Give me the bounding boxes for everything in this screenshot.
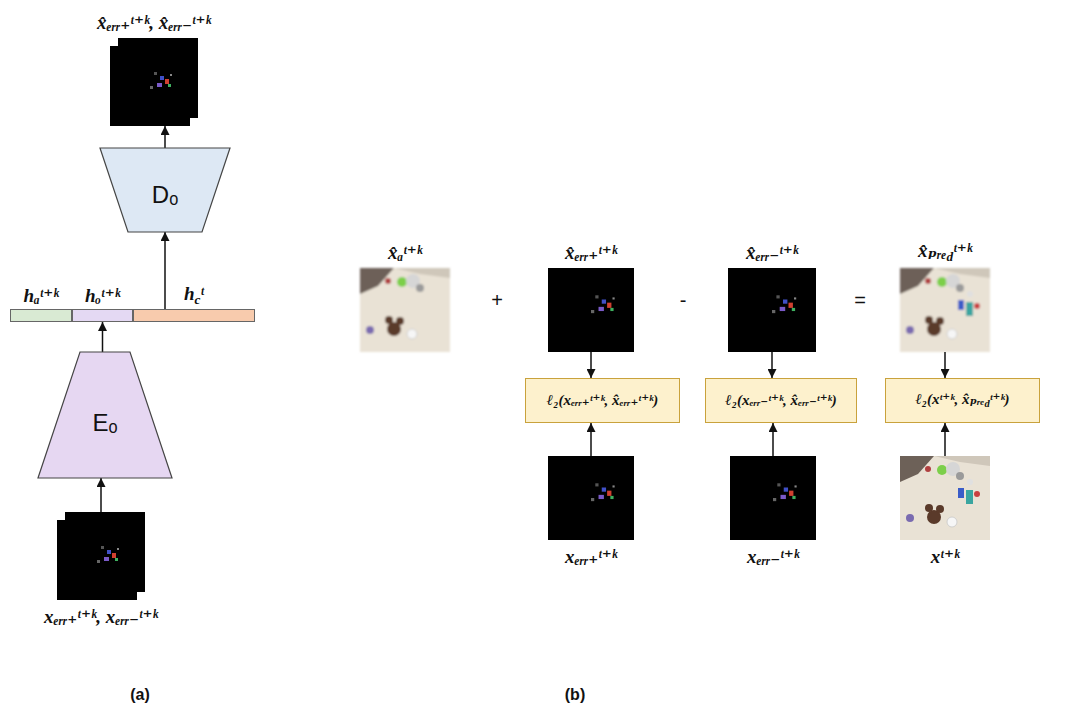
- loss-box: ℓ₂(xₑᵣᵣ₊ᵗ⁺ᵏ, x̂ₑᵣᵣ₊ᵗ⁺ᵏ): [525, 378, 680, 423]
- text-run: ᵗ: [200, 283, 204, 304]
- blurred-scene: [900, 268, 990, 352]
- text-run: hₐᵗ⁺ᵏ: [23, 285, 58, 306]
- math-label: x̂ₑᵣᵣ₋ᵗ⁺ᵏ: [746, 242, 798, 264]
- error-image: [548, 456, 634, 540]
- flow-arrow: [590, 352, 592, 378]
- loss-box: ℓ₂(xᵗ⁺ᵏ, x̂ₚᵣₑdᵗ⁺ᵏ): [885, 378, 1040, 423]
- text-run: x̂ₐᵗ⁺ᵏ: [388, 242, 422, 263]
- loss-box: ℓ₂(xₑᵣᵣ₋ᵗ⁺ᵏ, x̂ₑᵣᵣ₋ᵗ⁺ᵏ): [705, 378, 857, 423]
- latent-segment: hₐᵗ⁺ᵏ: [10, 309, 72, 322]
- loss-term: ℓ₂(xₑᵣᵣ₋ᵗ⁺ᵏ, x̂ₑᵣᵣ₋ᵗ⁺ᵏ): [725, 392, 837, 409]
- text-run: x̂ₑᵣᵣ₊ᵗ⁺ᵏ: [565, 242, 617, 263]
- image-tile: x̂ₚᵣₑdᵗ⁺ᵏ: [900, 268, 990, 352]
- scene-photo: [900, 456, 990, 540]
- text-run: ᵗ⁺ᵏ): [990, 391, 1010, 407]
- image-stack: xₑᵣᵣ₊ᵗ⁺ᵏ, xₑᵣᵣ₋ᵗ⁺ᵏ: [57, 512, 145, 600]
- error-image: [110, 46, 190, 126]
- text-run: xₑᵣᵣ₊ᵗ⁺ᵏ, xₑᵣᵣ₋ᵗ⁺ᵏ: [44, 606, 158, 627]
- image-tile: xᵗ⁺ᵏ: [900, 456, 990, 540]
- loss-term: ℓ₂(xₑᵣᵣ₊ᵗ⁺ᵏ, x̂ₑᵣᵣ₊ᵗ⁺ᵏ): [547, 392, 659, 409]
- trapezoid-shape: [100, 148, 230, 232]
- error-image: [728, 268, 816, 352]
- image-tile: xₑᵣᵣ₋ᵗ⁺ᵏ: [730, 456, 816, 540]
- flow-arrow: [944, 352, 946, 378]
- text-run: x̂ₑᵣᵣ₊ᵗ⁺ᵏ, x̂ₑᵣᵣ₋ᵗ⁺ᵏ: [97, 12, 211, 33]
- text-run: xᵗ⁺ᵏ: [931, 546, 959, 567]
- operator-symbol: -: [680, 289, 687, 312]
- block-name: Dₒ: [152, 181, 178, 209]
- text-run: ℓ₂(xₑᵣᵣ₊ᵗ⁺ᵏ, x̂ₑᵣᵣ₊ᵗ⁺ᵏ): [547, 392, 659, 408]
- math-label: hₒᵗ⁺ᵏ: [85, 285, 120, 307]
- image-tile: x̂ₑᵣᵣ₋ᵗ⁺ᵏ: [728, 268, 816, 352]
- flow-arrow: [944, 423, 946, 456]
- image-stack: x̂ₑᵣᵣ₊ᵗ⁺ᵏ, x̂ₑᵣᵣ₋ᵗ⁺ᵏ: [110, 38, 198, 126]
- scene-objects: [958, 291, 980, 316]
- flow-arrow: [164, 126, 166, 148]
- text-run: hₒᵗ⁺ᵏ: [85, 285, 120, 306]
- text-run: h: [184, 283, 195, 304]
- text-run: Eₒ: [92, 409, 117, 436]
- text-run: x̂ₚᵣₑ: [918, 240, 946, 261]
- math-label: xₑᵣᵣ₊ᵗ⁺ᵏ: [565, 546, 617, 568]
- image-tile: xₑᵣᵣ₊ᵗ⁺ᵏ: [548, 456, 634, 540]
- subscript-letter: d: [946, 249, 953, 264]
- image-tile: x̂ₑᵣᵣ₊ᵗ⁺ᵏ: [548, 268, 634, 352]
- flow-arrow: [164, 232, 166, 309]
- math-label: x̂ₑᵣᵣ₊ᵗ⁺ᵏ: [565, 242, 617, 264]
- text-run: ℓ₂(xₑᵣᵣ₋ᵗ⁺ᵏ, x̂ₑᵣᵣ₋ᵗ⁺ᵏ): [725, 392, 837, 408]
- subscript-letter: d: [984, 398, 989, 409]
- flow-arrow: [100, 478, 102, 512]
- error-image: [548, 268, 634, 352]
- subscript-letter: c: [195, 292, 201, 307]
- trapezoid-shape: [38, 352, 172, 478]
- decoder-trapezoid: Dₒ: [100, 148, 230, 232]
- scene-photo: [900, 268, 990, 352]
- panel-label: (a): [130, 686, 150, 704]
- error-image: [730, 456, 816, 540]
- text-run: ᵗ⁺ᵏ: [953, 240, 972, 261]
- text-run: xₑᵣᵣ₊ᵗ⁺ᵏ: [565, 546, 617, 567]
- math-label: xₑᵣᵣ₊ᵗ⁺ᵏ, xₑᵣᵣ₋ᵗ⁺ᵏ: [44, 606, 158, 628]
- text-run: Dₒ: [152, 181, 178, 208]
- text-run: ℓ₂(xᵗ⁺ᵏ, x̂ₚᵣₑ: [915, 391, 984, 407]
- blurred-scene: [360, 268, 450, 352]
- latent-segment: hₒᵗ⁺ᵏ: [72, 309, 133, 322]
- encoder-trapezoid: Eₒ: [38, 352, 172, 478]
- text-run: xₑᵣᵣ₋ᵗ⁺ᵏ: [747, 546, 799, 567]
- math-label: x̂ₑᵣᵣ₊ᵗ⁺ᵏ, x̂ₑᵣᵣ₋ᵗ⁺ᵏ: [97, 12, 211, 34]
- math-label: hcᵗ: [184, 283, 204, 307]
- error-image: [57, 520, 137, 600]
- text-run: x̂ₑᵣᵣ₋ᵗ⁺ᵏ: [746, 242, 798, 263]
- math-label: xₑᵣᵣ₋ᵗ⁺ᵏ: [747, 546, 799, 568]
- scene-objects: [958, 479, 980, 504]
- scene-photo: [360, 268, 450, 352]
- operator-symbol: +: [491, 289, 503, 312]
- math-label: x̂ₐᵗ⁺ᵏ: [388, 242, 422, 264]
- latent-segment: hcᵗ: [133, 309, 255, 322]
- block-name: Eₒ: [92, 409, 117, 437]
- math-label: x̂ₚᵣₑdᵗ⁺ᵏ: [918, 240, 972, 264]
- image-tile: x̂ₐᵗ⁺ᵏ: [360, 268, 450, 352]
- loss-term: ℓ₂(xᵗ⁺ᵏ, x̂ₚᵣₑdᵗ⁺ᵏ): [915, 391, 1009, 410]
- flow-arrow: [771, 352, 773, 378]
- math-label: xᵗ⁺ᵏ: [931, 546, 959, 568]
- flow-arrow: [772, 423, 774, 456]
- panel-label: (b): [565, 686, 585, 704]
- flow-arrow: [102, 322, 104, 352]
- flow-arrow: [590, 423, 592, 456]
- math-label: hₐᵗ⁺ᵏ: [23, 285, 58, 307]
- operator-symbol: =: [854, 289, 866, 312]
